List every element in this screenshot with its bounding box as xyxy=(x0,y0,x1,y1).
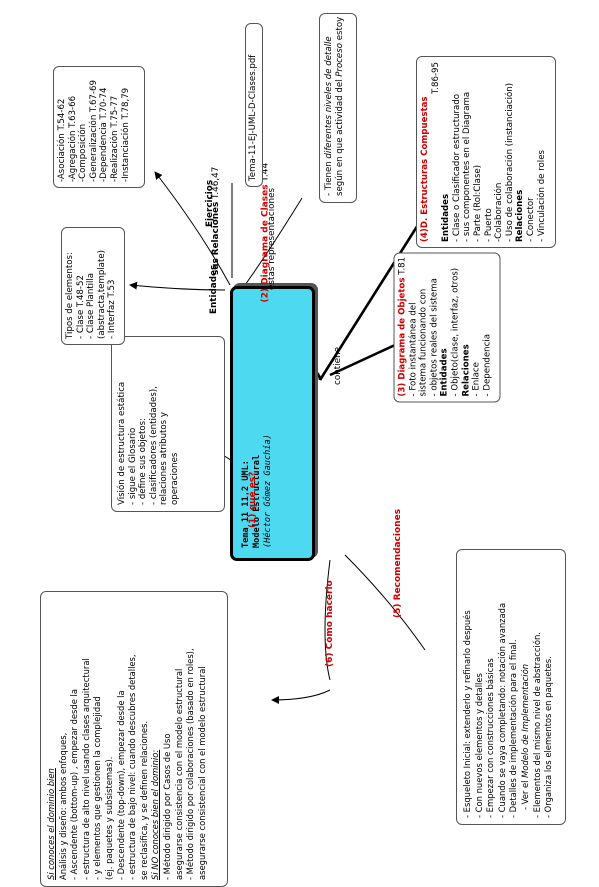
label-estas-representaciones: estas representaciones xyxy=(267,187,277,290)
label-ejercicios: Ejercicios xyxy=(205,179,215,227)
line-objetos xyxy=(329,343,396,377)
label-contiene: contiene xyxy=(333,346,343,385)
line-relaciones xyxy=(154,171,231,286)
ejercicios-pdf-box[interactable]: Tema-11-EJ-UML-D-Clases.pdf xyxy=(245,23,263,187)
branch-como-hacerlo[interactable]: (6) Cómo hacerlo xyxy=(325,580,335,667)
tipos-elementos-box: Tipos de elementos: - Clase T.48-52 - Cl… xyxy=(61,227,125,345)
diagrama-objetos-box: (3) Diagrama de Objetos T.81 - Foto inst… xyxy=(393,252,501,403)
niveles-detalle-box: - Tienen diferentes niveles de detalle s… xyxy=(319,13,357,203)
central-author: (Héctor Gómez Gauchía) xyxy=(263,434,273,548)
line-como xyxy=(324,559,331,681)
estructuras-compuestas-box: (4)D. Estructuras Compuestas T.86-95 Ent… xyxy=(416,56,556,248)
como-hacerlo-box: Si conoces el dominio bien Análisis y di… xyxy=(40,591,228,887)
branch-que-es[interactable]: (1) qué es? xyxy=(248,471,258,528)
line-niveles xyxy=(244,197,303,286)
relaciones-box: -Asociación T.54-62 -Agregación T.63-66 … xyxy=(53,66,145,188)
central-topic[interactable]: Tema 11 11.2 UML: Modelo Estructural (Hé… xyxy=(230,286,315,561)
line-recomendaciones xyxy=(344,554,426,651)
que-es-box: Visión de estructura estática - sigue el… xyxy=(111,336,225,512)
line-como-arrow xyxy=(271,689,331,704)
recomendaciones-box: - Esqueleto Inicial: extenderlo y refina… xyxy=(456,549,566,825)
line-entidades xyxy=(129,281,226,291)
branch-recomendaciones[interactable]: (5) Recomendaciones xyxy=(393,508,403,618)
